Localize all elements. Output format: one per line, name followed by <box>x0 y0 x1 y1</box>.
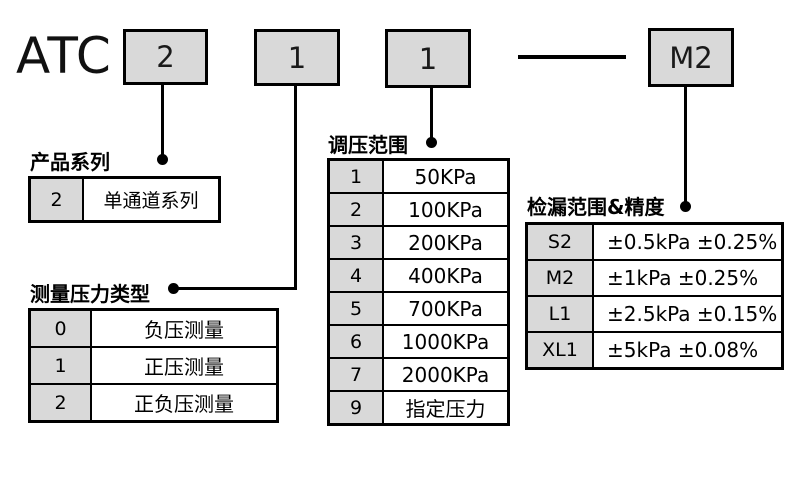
code-box-pressure-type-value: 1 <box>287 40 307 75</box>
range-code: 3 <box>327 225 384 260</box>
section-label-series: 产品系列 <box>30 150 110 174</box>
leak-code: XL1 <box>525 331 594 370</box>
table-row: 2 单通道系列 <box>28 176 221 223</box>
leak-code: M2 <box>525 259 594 297</box>
section-label-regulation-range: 调压范围 <box>328 133 408 157</box>
table-row: 0 负压测量 <box>28 308 279 348</box>
range-code: 7 <box>327 357 384 392</box>
connector-pressure-type-hline <box>176 287 297 290</box>
range-code: 9 <box>327 390 384 426</box>
range-code: 6 <box>327 324 384 359</box>
leak-range-table: S2 ±0.5kPa ±0.25% M2 ±1kPa ±0.25% L1 ±2.… <box>525 222 785 370</box>
table-row: 1 50KPa <box>327 158 510 194</box>
code-box-series-value: 2 <box>156 40 175 74</box>
range-code: 4 <box>327 258 384 293</box>
range-desc: 200KPa <box>382 225 510 260</box>
connector-leak-line <box>684 87 687 205</box>
pressure-type-desc: 负压测量 <box>90 308 279 348</box>
connector-pressure-type-dot <box>168 283 179 294</box>
code-box-leak-range-value: M2 <box>669 40 713 75</box>
range-code: 5 <box>327 291 384 326</box>
section-label-pressure-type: 测量压力类型 <box>30 282 150 306</box>
range-desc: 700KPa <box>382 291 510 326</box>
leak-desc: ±5kPa ±0.08% <box>592 331 784 370</box>
code-box-regulation-range-value: 1 <box>418 41 438 76</box>
table-row: 6 1000KPa <box>327 324 510 359</box>
series-table: 2 单通道系列 <box>28 176 221 223</box>
leak-desc: ±0.5kPa ±0.25% <box>592 222 784 261</box>
connector-regulation-line <box>430 88 433 140</box>
code-prefix: ATC <box>16 27 112 85</box>
pressure-type-desc: 正压测量 <box>90 346 279 385</box>
range-desc: 400KPa <box>382 258 510 293</box>
range-code: 1 <box>327 158 384 194</box>
connector-series-line <box>161 85 164 157</box>
connector-regulation-dot <box>426 137 437 148</box>
table-row: 3 200KPa <box>327 225 510 260</box>
range-desc: 1000KPa <box>382 324 510 359</box>
code-box-regulation-range: 1 <box>385 29 471 88</box>
table-row: 9 指定压力 <box>327 390 510 426</box>
connector-series-dot <box>157 154 168 165</box>
pressure-type-desc: 正负压测量 <box>90 383 279 423</box>
leak-code: S2 <box>525 222 594 261</box>
leak-desc: ±2.5kPa ±0.15% <box>592 295 784 333</box>
regulation-range-table: 1 50KPa 2 100KPa 3 200KPa 4 400KPa 5 700… <box>327 158 510 426</box>
section-label-leak-range: 检漏范围&精度 <box>527 195 665 219</box>
range-code: 2 <box>327 192 384 227</box>
table-row: 1 正压测量 <box>28 346 279 385</box>
pressure-type-code: 1 <box>28 346 92 385</box>
series-desc: 单通道系列 <box>82 176 221 223</box>
table-row: 4 400KPa <box>327 258 510 293</box>
table-row: M2 ±1kPa ±0.25% <box>525 259 784 297</box>
table-row: 7 2000KPa <box>327 357 510 392</box>
range-desc: 指定压力 <box>382 390 510 426</box>
series-code: 2 <box>28 176 84 223</box>
range-desc: 50KPa <box>382 158 510 194</box>
table-row: S2 ±0.5kPa ±0.25% <box>525 222 784 261</box>
pressure-type-code: 2 <box>28 383 92 423</box>
code-box-series: 2 <box>123 29 208 85</box>
table-row: 5 700KPa <box>327 291 510 326</box>
pressure-type-table: 0 负压测量 1 正压测量 2 正负压测量 <box>28 308 279 423</box>
table-row: XL1 ±5kPa ±0.08% <box>525 331 784 370</box>
table-row: 2 100KPa <box>327 192 510 227</box>
table-row: L1 ±2.5kPa ±0.15% <box>525 295 784 333</box>
range-desc: 2000KPa <box>382 357 510 392</box>
code-box-leak-range: M2 <box>648 28 734 87</box>
code-separator-dash <box>518 55 626 59</box>
leak-code: L1 <box>525 295 594 333</box>
range-desc: 100KPa <box>382 192 510 227</box>
pressure-type-code: 0 <box>28 308 92 348</box>
code-box-pressure-type: 1 <box>254 29 340 86</box>
connector-pressure-type-vline <box>294 86 297 290</box>
leak-desc: ±1kPa ±0.25% <box>592 259 784 297</box>
table-row: 2 正负压测量 <box>28 383 279 423</box>
connector-leak-dot <box>680 201 691 212</box>
